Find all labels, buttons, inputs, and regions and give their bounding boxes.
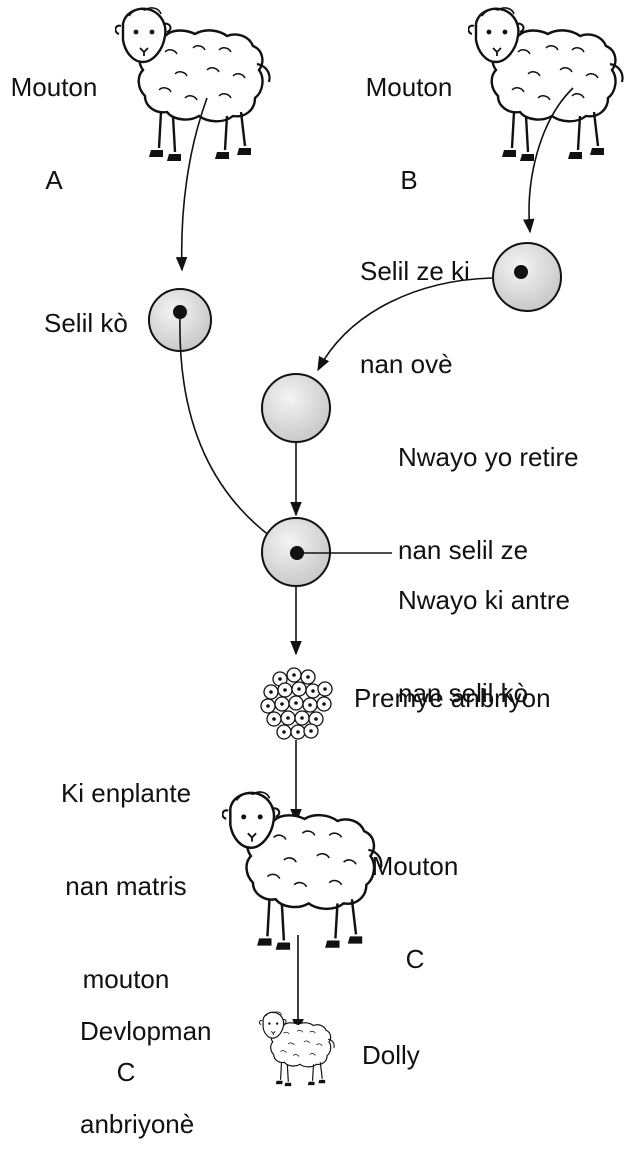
enucleated-cell-icon (261, 373, 331, 443)
sheep-c-icon (222, 790, 383, 951)
label-nucleus-inserted: Nwayo ki antre nan selil kò (398, 523, 570, 740)
sheep-a-icon (115, 6, 271, 163)
label-egg-cell: Selil ze ki nan ovè (360, 194, 470, 411)
sheep-b-icon (468, 6, 624, 163)
label-implanted-line-4: C (116, 1057, 136, 1087)
nucleus-icon (290, 546, 304, 560)
label-sheep-c: Mouton C (360, 789, 470, 1006)
arrow-body-nucleus-to-fused-cell (179, 317, 292, 551)
label-egg-cell-line-1: Selil ze ki (360, 256, 470, 286)
arrow-sheep-b-to-egg-cell (523, 87, 574, 234)
label-early-embryo: Premye anbriyon (354, 683, 551, 713)
egg-cell-icon (492, 242, 562, 312)
label-nucleus-removed-line-2: nan selil ze (398, 535, 529, 565)
label-sheep-c-line-1: Mouton (371, 851, 459, 881)
label-nucleus-removed-line-1: Nwayo yo retire (398, 442, 579, 472)
label-nucleus-inserted-line-2: nan selil kò (398, 678, 529, 708)
label-development-line-1: Devlopman (80, 1016, 212, 1046)
nucleus-icon (514, 265, 528, 279)
label-dolly: Dolly (362, 1040, 420, 1070)
label-development: Devlopman anbriyonè (80, 954, 212, 1171)
label-sheep-b-line-2: B (400, 165, 418, 195)
label-implanted-line-1: Ki enplante (60, 778, 192, 808)
arrow-sheep-a-to-body-cell (175, 97, 208, 272)
label-sheep-b: Mouton B (357, 10, 461, 227)
label-implanted-line-2: nan matris (65, 871, 187, 901)
cloning-diagram (115, 6, 624, 1087)
label-development-line-2: anbriyonè (80, 1109, 195, 1139)
label-sheep-a-line-2: A (45, 165, 63, 195)
label-body-cell: Selil kò (44, 308, 128, 338)
label-sheep-c-line-2: C (405, 944, 425, 974)
label-sheep-b-line-1: Mouton (365, 72, 453, 102)
arrow-egg-to-enucleated-cell (317, 277, 493, 372)
label-nucleus-inserted-line-1: Nwayo ki antre (398, 585, 570, 615)
nucleus-icon (173, 305, 187, 319)
label-sheep-a: Mouton A (2, 10, 106, 227)
label-implanted-line-3: mouton (82, 964, 170, 994)
lamb-icon (258, 1011, 335, 1087)
label-egg-cell-line-2: nan ovè (360, 349, 453, 379)
label-nucleus-removed: Nwayo yo retire nan selil ze (398, 380, 579, 597)
label-sheep-a-line-1: Mouton (10, 72, 98, 102)
fused-cell-icon (261, 517, 331, 587)
label-implanted: Ki enplante nan matris mouton C (28, 716, 224, 1119)
embryo-icon (260, 667, 333, 740)
